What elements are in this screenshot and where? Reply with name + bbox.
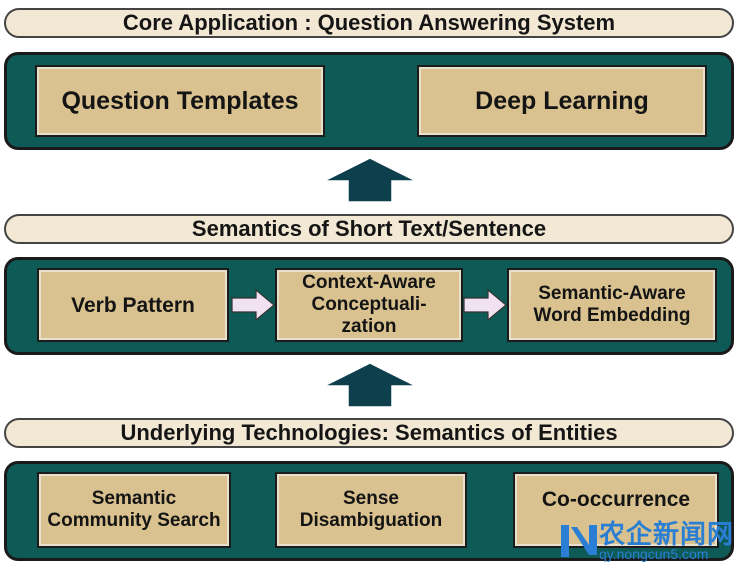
- co-occurrence-box: Co-occurrence: [513, 472, 719, 548]
- short-text-semantics-band: Verb Pattern Context-Aware Conceptuali- …: [4, 257, 734, 355]
- semantic-aware-word-embedding-box: Semantic-Aware Word Embedding: [507, 268, 717, 342]
- core-application-header: Core Application : Question Answering Sy…: [4, 8, 734, 38]
- up-arrow-icon: [323, 362, 417, 408]
- short-text-semantics-header: Semantics of Short Text/Sentence: [4, 214, 734, 244]
- core-application-header-label: Core Application : Question Answering Sy…: [122, 10, 616, 35]
- entity-semantics-band: Semantic Community Search Sense Disambig…: [4, 461, 734, 561]
- question-templates-box: Question Templates: [35, 65, 325, 137]
- context-aware-conceptualization-label: Context-Aware Conceptuali- zation: [302, 272, 436, 337]
- right-arrow-icon: [463, 288, 507, 322]
- watermark: 农企新闻网 qy.nongcun5.com: [559, 521, 734, 561]
- core-application-band: Question Templates Deep Learning: [4, 52, 734, 150]
- co-occurrence-label: Co-occurrence: [541, 488, 691, 511]
- question-templates-label: Question Templates: [61, 86, 299, 115]
- right-arrow-icon: [231, 288, 275, 322]
- deep-learning-label: Deep Learning: [475, 86, 649, 115]
- entity-semantics-header-label: Underlying Technologies: Semantics of En…: [120, 420, 618, 445]
- sense-disambiguation-label: Sense Disambiguation: [299, 488, 443, 531]
- watermark-logo-icon: [560, 525, 597, 557]
- short-text-semantics-header-label: Semantics of Short Text/Sentence: [191, 216, 547, 241]
- semantic-aware-word-embedding-label: Semantic-Aware Word Embedding: [533, 283, 691, 326]
- verb-pattern-label: Verb Pattern: [71, 293, 195, 317]
- entity-semantics-header: Underlying Technologies: Semantics of En…: [4, 418, 734, 448]
- deep-learning-box: Deep Learning: [417, 65, 707, 137]
- context-aware-conceptualization-box: Context-Aware Conceptuali- zation: [275, 268, 463, 342]
- verb-pattern-box: Verb Pattern: [37, 268, 229, 342]
- watermark-url-text: qy.nongcun5.com: [598, 546, 709, 562]
- semantic-community-search-box: Semantic Community Search: [37, 472, 231, 548]
- sense-disambiguation-box: Sense Disambiguation: [275, 472, 467, 548]
- watermark-cn-text: 农企新闻网: [598, 519, 734, 549]
- up-arrow-icon: [323, 157, 417, 203]
- semantic-community-search-label: Semantic Community Search: [47, 488, 221, 531]
